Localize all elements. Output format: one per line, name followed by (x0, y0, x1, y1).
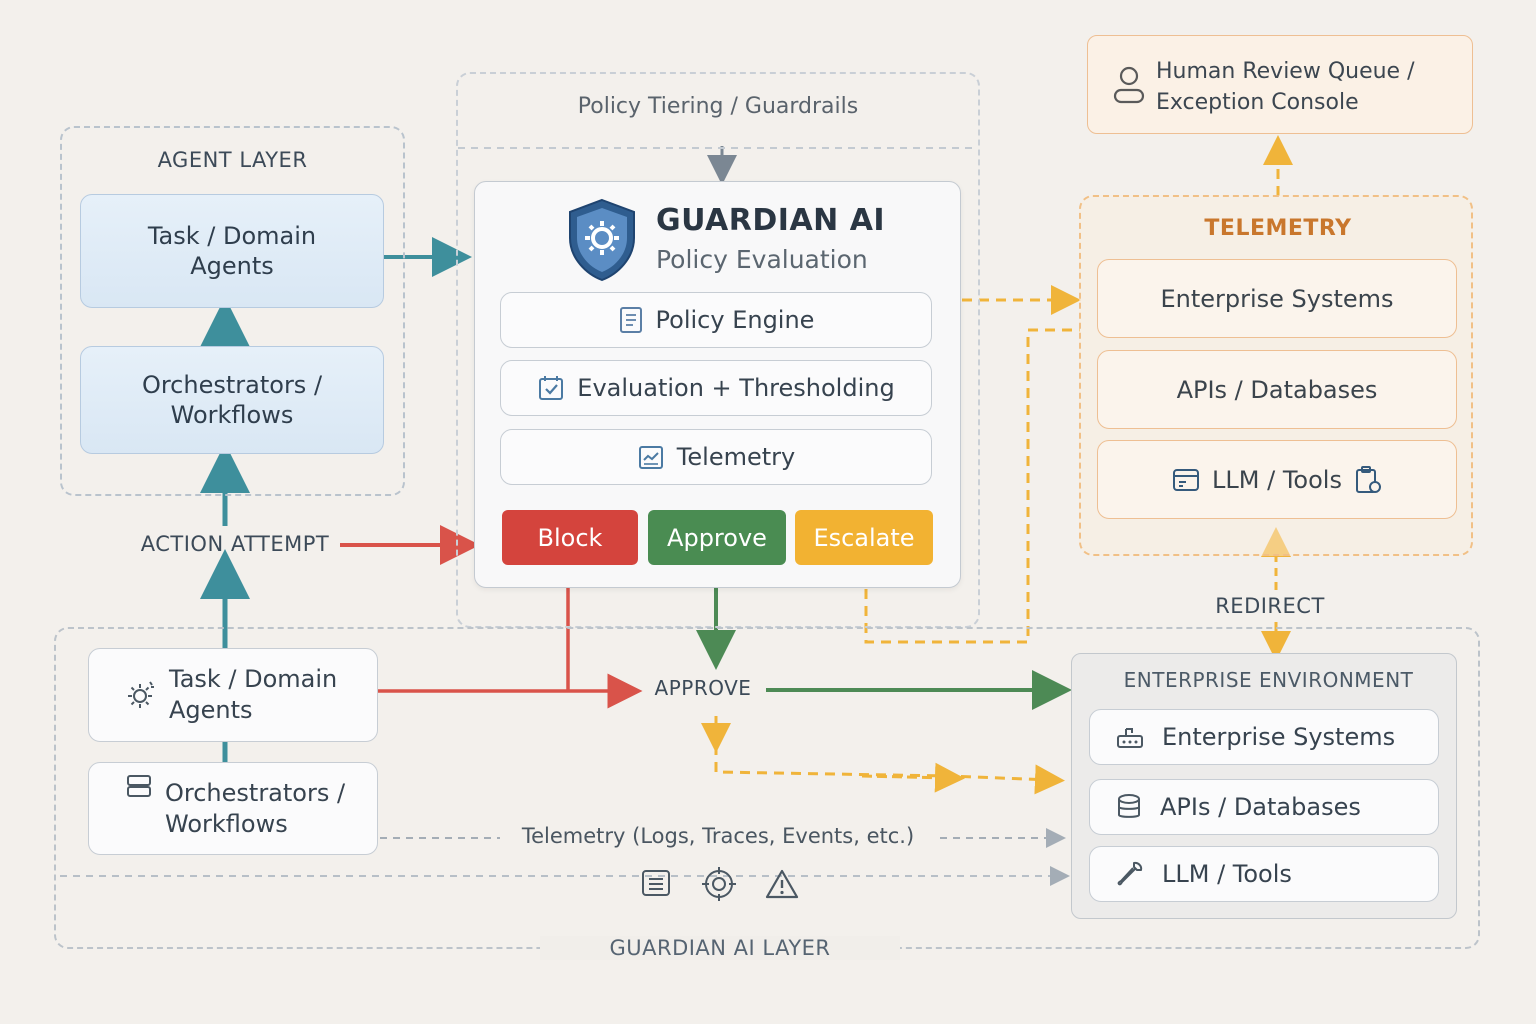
warning-icon (764, 868, 800, 904)
checklist-icon (539, 376, 564, 400)
server-icon (127, 775, 151, 797)
orchestrators-workflows-box[interactable]: Orchestrators / Workflows (80, 346, 384, 454)
action-attempt-label: ACTION ATTEMPT (140, 532, 330, 556)
orchestrators-line2: Workflows (170, 401, 294, 429)
human-review-text: Human Review Queue / Exception Console (1156, 56, 1415, 118)
task-domain-agents-box[interactable]: Task / Domain Agents (80, 194, 384, 308)
database-icon (1118, 794, 1140, 818)
browser-icon (1173, 468, 1200, 491)
bottom-orchestrators-box[interactable]: Orchestrators / Workflows (88, 762, 378, 855)
person-icon (1112, 64, 1146, 110)
telemetry-llm-tools-label: LLM / Tools (1212, 465, 1342, 494)
list-icon (641, 869, 671, 901)
human-review-line1: Human Review Queue / (1156, 59, 1415, 84)
chart-icon (638, 446, 663, 469)
policy-engine-label: Policy Engine (655, 306, 815, 334)
evaluation-label: Evaluation + Thresholding (577, 374, 895, 402)
bottom-task-agents-box[interactable]: Task / Domain Agents (88, 648, 378, 742)
human-review-box[interactable] (1087, 35, 1473, 134)
task-agents-line2: Agents (190, 252, 274, 280)
telemetry-row[interactable]: Telemetry (500, 429, 932, 485)
guardian-ai-layer-label: GUARDIAN AI LAYER (540, 936, 900, 960)
telemetry-flow-label: Telemetry (Logs, Traces, Events, etc.) (521, 824, 915, 848)
router-icon (1117, 728, 1143, 748)
human-review-line2: Exception Console (1156, 90, 1359, 115)
env-apis-databases[interactable]: APIs / Databases (1089, 779, 1439, 835)
env-llm-tools-label: LLM / Tools (1162, 860, 1292, 888)
arrow-amber-to-enterprise (714, 745, 1065, 795)
policy-engine-row[interactable]: Policy Engine (500, 292, 932, 348)
clipboard-icon (1355, 465, 1381, 493)
wrench-icon (1117, 861, 1143, 886)
approve-button[interactable]: Approve (648, 510, 786, 565)
telemetry-panel-title: TELEMETRY (1204, 216, 1352, 241)
env-apis-databases-label: APIs / Databases (1160, 793, 1361, 821)
orchestrators-line1: Orchestrators / (141, 371, 323, 399)
task-agents-line1: Task / Domain (147, 222, 317, 250)
env-enterprise-systems-label: Enterprise Systems (1162, 723, 1396, 751)
bottom-orchestrators-line2: Workflows (165, 809, 288, 838)
bottom-task-agents-text: Task / Domain Agents (169, 664, 337, 726)
env-llm-tools[interactable]: LLM / Tools (1089, 846, 1439, 902)
redirect-label: REDIRECT (1215, 594, 1325, 618)
bottom-task-agents-line1: Task / Domain (169, 665, 338, 693)
target-icon (700, 865, 738, 907)
telemetry-enterprise-systems[interactable]: Enterprise Systems (1097, 259, 1457, 338)
escalate-button[interactable]: Escalate (795, 510, 933, 565)
telemetry-apis-databases[interactable]: APIs / Databases (1097, 350, 1457, 429)
block-button[interactable]: Block (502, 510, 638, 565)
approve-flow-label: APPROVE (654, 676, 752, 700)
agent-layer-panel (60, 126, 405, 496)
telemetry-row-label: Telemetry (676, 443, 796, 471)
bottom-orchestrators-line1: Orchestrators / (165, 778, 346, 807)
shield-gear-icon (566, 198, 638, 286)
bottom-task-agents-line2: Agents (169, 696, 253, 724)
telemetry-llm-tools[interactable]: LLM / Tools (1097, 440, 1457, 519)
guardian-title: GUARDIAN AI (656, 203, 886, 238)
policy-tiering-title: Policy Tiering / Guardrails (577, 94, 859, 119)
arrow-escalate-route (864, 328, 1080, 644)
guardian-subtitle: Policy Evaluation (656, 245, 868, 274)
evaluation-row[interactable]: Evaluation + Thresholding (500, 360, 932, 416)
bottom-orchestrators-text: Orchestrators / Workflows (165, 778, 345, 840)
agent-layer-title: AGENT LAYER (157, 148, 308, 172)
gear-icon (128, 681, 154, 708)
enterprise-environment-title: ENTERPRISE ENVIRONMENT (1123, 668, 1414, 692)
document-icon (619, 307, 642, 333)
env-enterprise-systems[interactable]: Enterprise Systems (1089, 709, 1439, 765)
